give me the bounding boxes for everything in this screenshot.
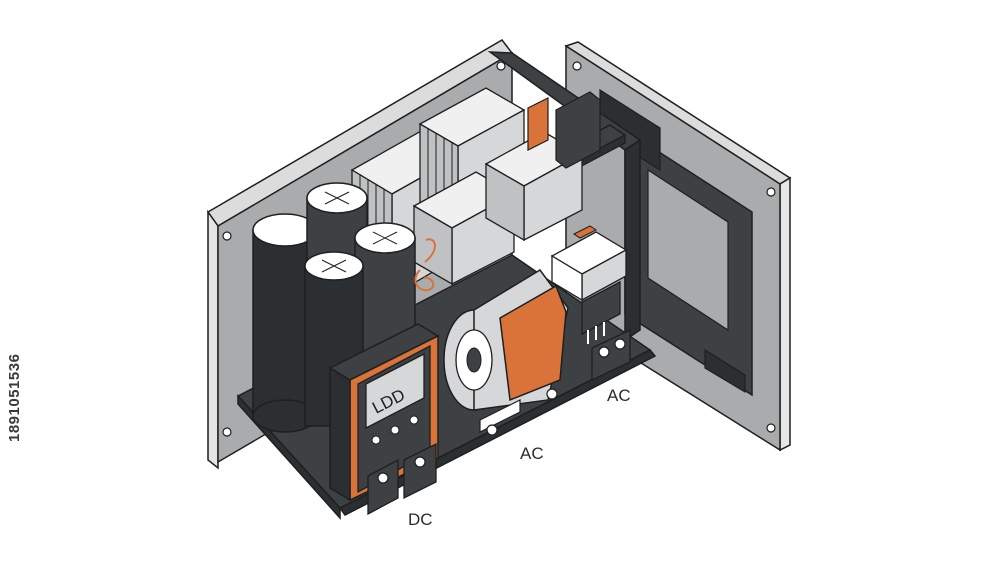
terminal-blocks — [367, 328, 631, 516]
wires — [414, 238, 436, 292]
ac-motor-label: AC — [520, 444, 544, 463]
stock-id-watermark: 1891051536 — [6, 353, 23, 442]
dc-terminal-label: DC — [408, 510, 433, 529]
ac-motor — [443, 269, 569, 436]
ac-terminal-label: AC — [607, 386, 631, 405]
relay-block — [550, 225, 628, 344]
